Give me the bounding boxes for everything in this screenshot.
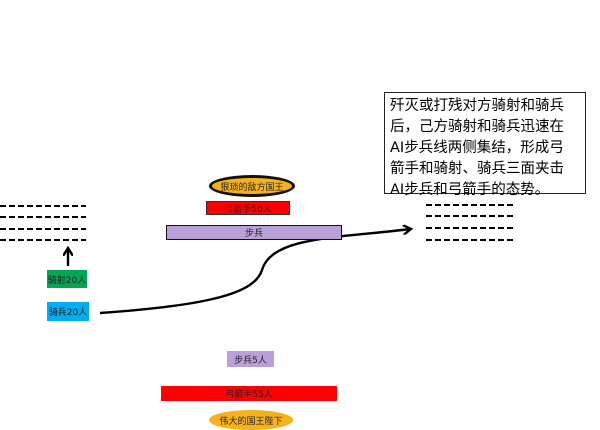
- own-archers-label: 弓箭手55人: [225, 390, 273, 400]
- left-dashed-formation: [0, 205, 86, 241]
- own-archers-unit: 弓箭手55人: [161, 386, 337, 401]
- own-horse-archers-label: 骑射20人: [47, 275, 87, 286]
- enemy-king-label: 狠琐的敌方国王: [220, 182, 284, 193]
- own-horse-archers-unit: 骑射20人: [47, 270, 87, 288]
- enemy-king-unit: 狠琐的敌方国王: [209, 175, 295, 197]
- enemy-infantry-label: 步兵: [244, 229, 263, 239]
- strategy-callout: 歼灭或打残对方骑射和骑兵 后，己方骑射和骑兵迅速在 AI步兵线两侧集结，形成弓 …: [384, 92, 586, 198]
- enemy-infantry-unit: 步兵: [166, 225, 342, 240]
- enemy-archers-label: 弓箭手50人: [224, 204, 272, 215]
- right-dashed-formation: [426, 204, 514, 241]
- enemy-archers-unit: 弓箭手50人: [206, 201, 290, 215]
- own-cavalry-label: 骑兵20人: [48, 308, 88, 318]
- own-king-label: 伟大的国王陛下: [219, 416, 283, 427]
- own-cavalry-unit: 骑兵20人: [47, 302, 89, 321]
- own-infantry-unit: 步兵5人: [227, 351, 274, 367]
- own-infantry-label: 步兵5人: [234, 355, 267, 366]
- own-king-unit: 伟大的国王陛下: [209, 410, 293, 430]
- curved-arrow: [99, 229, 410, 315]
